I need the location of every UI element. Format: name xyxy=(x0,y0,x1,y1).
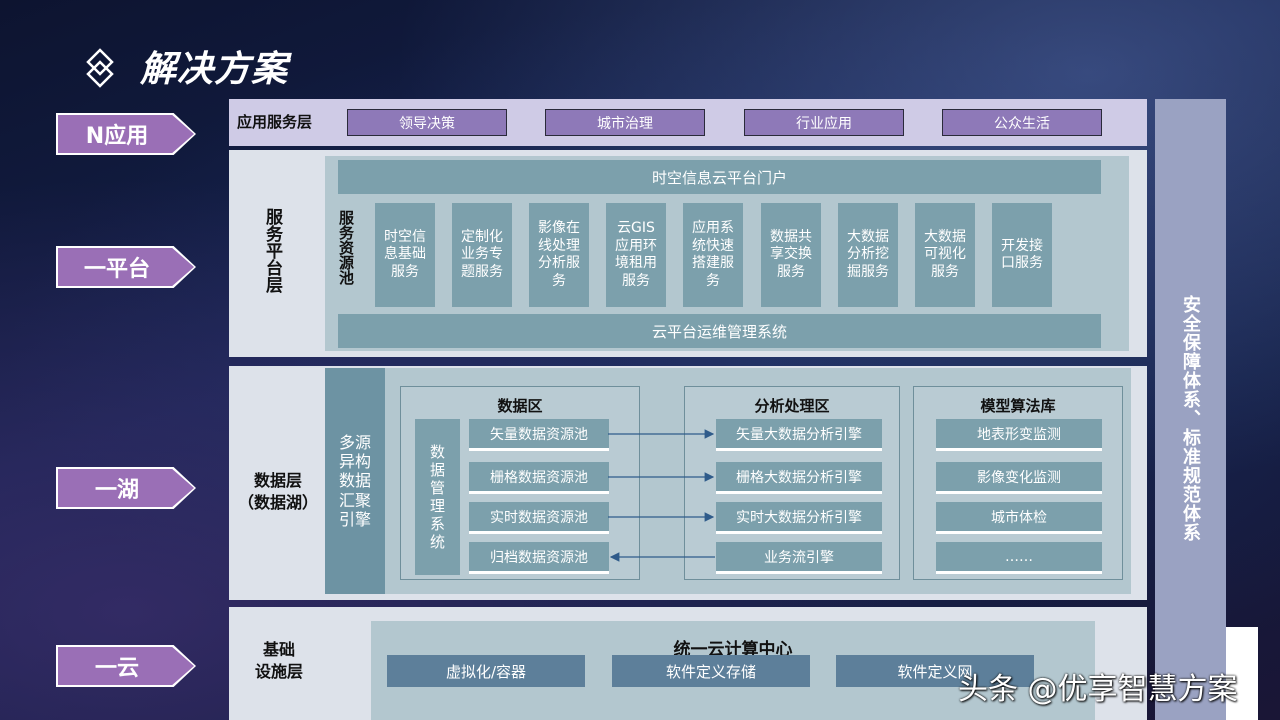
arrow-label: 一云 xyxy=(58,647,194,685)
flow-arrows xyxy=(608,429,715,562)
app-item-public-life: 公众生活 xyxy=(942,109,1102,136)
tile-custom-topic-service: 定制化业务专题服务 xyxy=(452,203,512,307)
service-panel: 服务资源池 时空信息云平台门户 时空信息基础服务 定制化业务专题服务 影像在线处… xyxy=(325,156,1129,351)
arrow-one-platform: 一平台 xyxy=(56,246,196,288)
layer-label: 应用服务层 xyxy=(237,113,313,131)
engine-workflow: 业务流引擎 xyxy=(716,542,882,574)
tile-image-processing-service: 影像在线处理分析服务 xyxy=(529,203,589,307)
arrow-one-cloud: 一云 xyxy=(56,645,196,687)
model-image-change: 影像变化监测 xyxy=(936,462,1102,494)
tile-rapid-build-service: 应用系统快速搭建服务 xyxy=(683,203,743,307)
resource-pool-label: 服务资源池 xyxy=(337,210,355,285)
layer-label: 服务平台层 xyxy=(262,208,282,293)
data-zone: 数据区 数据管理系统 矢量数据资源池 栅格数据资源池 实时数据资源池 归档数据资… xyxy=(400,386,640,580)
app-item-city-governance: 城市治理 xyxy=(545,109,705,136)
arrow-one-lake: 一湖 xyxy=(56,467,196,509)
pool-archive: 归档数据资源池 xyxy=(469,542,609,574)
tile-data-sharing-service: 数据共享交换服务 xyxy=(761,203,821,307)
arrow-label: 一平台 xyxy=(58,248,194,286)
model-city-checkup: 城市体检 xyxy=(936,502,1102,534)
security-standards-column: 安全保障体系、标准规范体系 xyxy=(1155,99,1226,720)
platform-portal: 时空信息云平台门户 xyxy=(338,160,1101,194)
infra-virtualization: 虚拟化/容器 xyxy=(387,655,585,687)
infra-software-storage: 软件定义存储 xyxy=(612,655,810,687)
app-item-leadership-decision: 领导决策 xyxy=(347,109,507,136)
model-surface-deformation: 地表形变监测 xyxy=(936,419,1102,451)
zone-title: 数据区 xyxy=(497,397,543,415)
tile-spatiotemporal-basic-service: 时空信息基础服务 xyxy=(375,203,435,307)
model-more: …… xyxy=(936,542,1102,574)
diamond-logo-icon xyxy=(86,48,114,88)
side-label: 安全保障体系、标准规范体系 xyxy=(1180,295,1201,542)
tile-api-service: 开发接口服务 xyxy=(992,203,1052,307)
engine-raster: 栅格大数据分析引擎 xyxy=(716,462,882,494)
pool-realtime: 实时数据资源池 xyxy=(469,502,609,534)
watermark: 头条 @优享智慧方案 xyxy=(958,672,1238,707)
analysis-zone: 分析处理区 矢量大数据分析引擎 栅格大数据分析引擎 实时大数据分析引擎 业务流引… xyxy=(684,386,900,580)
tile-cloud-gis-service: 云GIS应用环境租用服务 xyxy=(606,203,666,307)
layer-label-line1: 基础 xyxy=(262,640,295,659)
layer-label: 数据层 （数据湖） xyxy=(233,470,323,513)
service-platform-layer: 服务平台层 服务资源池 时空信息云平台门户 时空信息基础服务 定制化业务专题服务… xyxy=(229,150,1147,357)
pool-raster: 栅格数据资源池 xyxy=(469,462,609,494)
zone-title: 模型算法库 xyxy=(980,397,1056,415)
pool-vector: 矢量数据资源池 xyxy=(469,419,609,451)
engine-realtime: 实时大数据分析引擎 xyxy=(716,502,882,534)
layer-label-line1: 数据层 xyxy=(253,471,302,490)
data-lake-panel: 多源异构数据汇聚引擎 数据区 数据管理系统 矢量数据资源池 栅格数据资源池 实时… xyxy=(325,368,1131,594)
application-service-layer: 应用服务层 领导决策 城市治理 行业应用 公众生活 xyxy=(229,99,1147,146)
layer-label-line2: 设施层 xyxy=(254,661,303,681)
multi-source-engine: 多源异构数据汇聚引擎 xyxy=(325,368,385,594)
arrow-n-apps: N应用 xyxy=(56,113,196,155)
ops-management-system: 云平台运维管理系统 xyxy=(338,314,1101,348)
tile-big-data-mining-service: 大数据分析挖掘服务 xyxy=(838,203,898,307)
white-block xyxy=(1226,627,1258,720)
model-zone: 模型算法库 地表形变监测 影像变化监测 城市体检 …… xyxy=(913,386,1123,580)
layer-label-line2: （数据湖） xyxy=(237,492,318,512)
data-layer: 数据层 （数据湖） 多源异构数据汇聚引擎 数据区 数据管理系统 矢量数据资源池 … xyxy=(229,366,1147,600)
infra-software-network: 软件定义网 xyxy=(836,655,1034,687)
app-item-industry-application: 行业应用 xyxy=(744,109,904,136)
engine-vector: 矢量大数据分析引擎 xyxy=(716,419,882,451)
layer-label: 基础 设施层 xyxy=(243,639,315,682)
data-management-system: 数据管理系统 xyxy=(415,419,460,575)
arrow-label: N应用 xyxy=(58,115,194,153)
zone-title: 分析处理区 xyxy=(754,397,830,415)
infrastructure-layer: 基础 设施层 统一云计算中心 虚拟化/容器 软件定义存储 软件定义网 xyxy=(229,607,1147,720)
page-title: 解决方案 xyxy=(140,49,289,90)
arrow-label: 一湖 xyxy=(58,469,194,507)
tile-visualization-service: 大数据可视化服务 xyxy=(915,203,975,307)
